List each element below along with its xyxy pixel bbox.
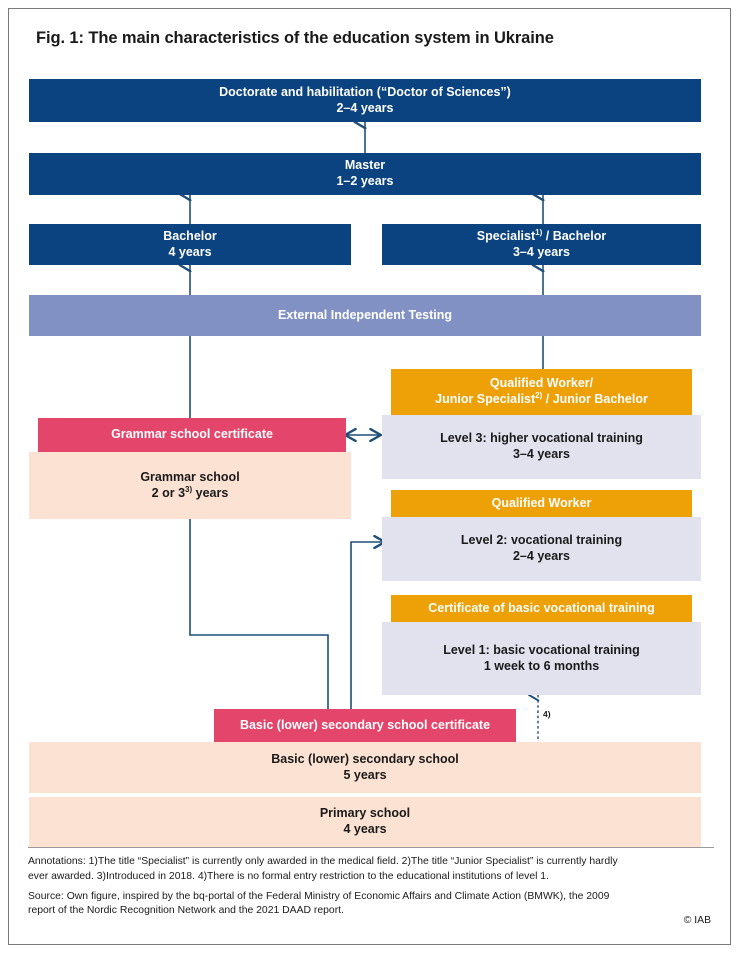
box-qualified-worker-line1: Qualified Worker [491, 495, 592, 510]
source-line2: report of the Nordic Recognition Network… [28, 905, 344, 917]
box-certificate-basic-vocational-training[interactable]: Certificate of basic vocational training [391, 595, 692, 622]
box-specialist-footnote-marker: 1) [535, 227, 543, 237]
box-level3-line1: Level 3: higher vocational training [440, 431, 643, 446]
annotations-line2: ever awarded. 3)Introduced in 2018. 4)Th… [28, 870, 549, 882]
box-grammar-cert-line1: Grammar school certificate [111, 427, 273, 442]
box-level3-line2: 3–4 years [512, 447, 570, 461]
box-qualified-worker-junior-specialist[interactable]: Qualified Worker/ Junior Specialist2) / … [391, 369, 692, 415]
box-level1-line1: Level 1: basic vocational training [443, 642, 640, 657]
footer-divider [28, 847, 714, 848]
box-level2[interactable]: Level 2: vocational training 2–4 years [382, 517, 701, 581]
box-specialist-line2: 3–4 years [512, 244, 570, 259]
box-level3[interactable]: Level 3: higher vocational training 3–4 … [382, 415, 701, 479]
box-eit-line1: External Independent Testing [277, 307, 453, 322]
box-qwjs-line2: Junior Specialist2) / Junior Bachelor [435, 390, 648, 408]
box-bachelor-line1: Bachelor [163, 228, 217, 243]
box-master-line2: 1–2 years [336, 174, 394, 188]
box-primary-school[interactable]: Primary school 4 years [29, 797, 701, 847]
box-cert-basic-voc-line1: Certificate of basic vocational training [428, 600, 655, 615]
footer-notes: Annotations: 1)The title “Specialist” is… [28, 855, 714, 919]
copyright-label: © IAB [683, 915, 711, 926]
box-qwjs-line1: Qualified Worker/ [489, 376, 594, 391]
box-grammar-school-footnote-marker: 3) [185, 484, 193, 494]
box-specialist[interactable]: Specialist1) / Bachelor 3–4 years [382, 224, 701, 265]
box-doctorate[interactable]: Doctorate and habilitation (“Doctor of S… [29, 79, 701, 122]
box-level1-line2: 1 week to 6 months [483, 658, 600, 673]
box-specialist-line1-suffix: / Bachelor [542, 228, 607, 243]
arrow-basic-to-level2 [350, 534, 387, 709]
box-doctorate-line2: 2–4 years [336, 100, 394, 115]
figure-frame: Fig. 1: The main characteristics of the … [8, 8, 731, 945]
box-grammar-school-certificate[interactable]: Grammar school certificate [38, 418, 346, 452]
line-basic-to-grammar [189, 519, 329, 709]
box-level2-line2: 2–4 years [512, 549, 570, 563]
box-bachelor[interactable]: Bachelor 4 years [29, 224, 351, 265]
annotations-line1: Annotations: 1)The title “Specialist” is… [28, 856, 618, 867]
box-grammar-school-line2-text: 2 or 3 [151, 485, 186, 500]
box-specialist-line1: Specialist1) / Bachelor [476, 227, 607, 245]
box-basic-sec-school-line2: 5 years [343, 767, 387, 782]
box-basic-sec-school-line1: Basic (lower) secondary school [271, 751, 459, 766]
box-basic-secondary-school[interactable]: Basic (lower) secondary school 5 years [29, 742, 701, 793]
box-grammar-school-line2-suffix: years [192, 485, 229, 500]
footnote-4-marker: 4) [543, 709, 551, 719]
box-primary-school-line1: Primary school [319, 806, 411, 821]
footnote-4-label: 4) [543, 709, 551, 719]
box-master[interactable]: Master 1–2 years [29, 153, 701, 195]
box-qwjs-line2-text: Junior Specialist [435, 392, 536, 406]
box-doctorate-line1: Doctorate and habilitation (“Doctor of S… [219, 84, 511, 99]
box-bachelor-line2: 4 years [168, 244, 212, 259]
box-grammar-school-line1: Grammar school [140, 469, 240, 484]
box-qwjs-footnote-marker: 2) [535, 390, 543, 400]
source-line1: Source: Own figure, inspired by the bq-p… [28, 890, 610, 902]
box-external-independent-testing[interactable]: External Independent Testing [29, 295, 701, 336]
box-basic-sec-cert-line1: Basic (lower) secondary school certifica… [239, 717, 491, 732]
box-level2-line1: Level 2: vocational training [460, 533, 623, 548]
box-level1[interactable]: Level 1: basic vocational training 1 wee… [382, 622, 701, 695]
box-qualified-worker[interactable]: Qualified Worker [391, 490, 692, 517]
source-block: Source: Own figure, inspired by the bq-p… [28, 890, 714, 920]
box-primary-school-line2: 4 years [343, 822, 387, 836]
box-master-line1: Master [344, 158, 386, 173]
box-basic-secondary-school-certificate[interactable]: Basic (lower) secondary school certifica… [214, 709, 516, 742]
box-grammar-school-line2: 2 or 33) years [151, 484, 229, 502]
box-qwjs-line2-suffix: / Junior Bachelor [542, 392, 648, 406]
box-specialist-line1-text: Specialist [476, 228, 536, 243]
box-grammar-school[interactable]: Grammar school 2 or 33) years [29, 452, 351, 519]
page-title: Fig. 1: The main characteristics of the … [36, 29, 554, 47]
